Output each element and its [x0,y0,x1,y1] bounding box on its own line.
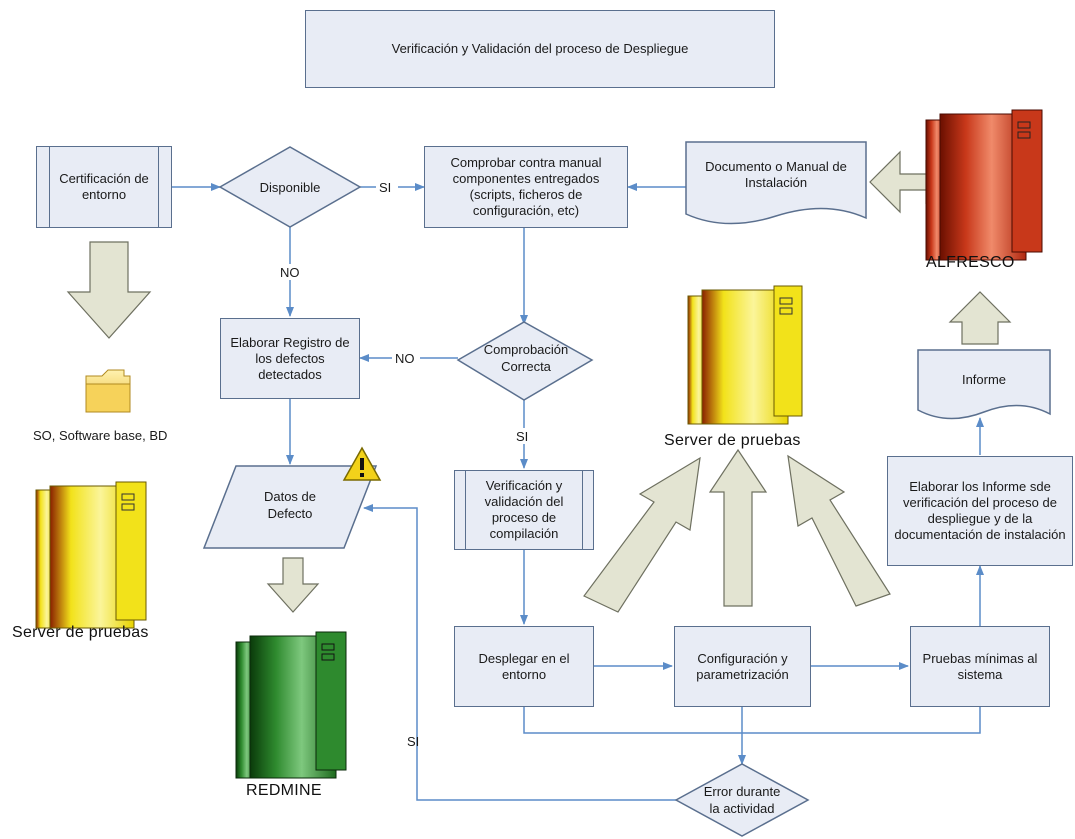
verificacion-compilacion-label: Verificación y validación del proceso de… [484,478,564,541]
big-arrow-up-alfresco [948,291,1012,345]
big-arrow-down-left [66,241,152,339]
informe-label: Informe [961,371,1007,387]
folder-icon [85,369,131,413]
datos-defecto-label-1: Datos de [264,489,316,504]
error-decision [674,763,810,837]
big-arrow-down-redmine [266,557,320,613]
documento-manual-label-wrap: Documento o Manual de Instalación [688,150,864,200]
comprobacion-label-1: Comprobación [484,342,569,357]
big-arrow-left-alfresco [869,150,927,214]
verificacion-compilacion-node: Verificación y validación del proceso de… [454,470,594,550]
certificacion-entorno-label: Certificación de entorno [59,171,149,202]
desplegar-node: Desplegar en el entorno [454,626,594,707]
elaborar-informes-label: Elaborar los Informe sde verificación de… [894,479,1066,542]
documento-manual-shape [685,141,867,225]
informe-label-wrap: Informe [918,364,1050,394]
big-arrow-up-center [708,448,768,607]
configuracion-node: Configuración y parametrización [674,626,811,707]
comprobar-manual-label: Comprobar contra manual componentes entr… [450,155,602,218]
datos-defecto-label-2: Defecto [268,506,313,521]
datos-defecto-node [202,465,378,549]
warning-icon [342,446,382,481]
pruebas-node: Pruebas mínimas al sistema [910,626,1050,707]
big-arrow-diag-left [583,456,701,613]
pruebas-label: Pruebas mínimas al sistema [922,650,1038,682]
comprobacion-decision [456,321,594,401]
comprobar-manual-node: Comprobar contra manual componentes entr… [424,146,628,228]
server-left-caption: Server de pruebas [12,624,149,641]
server-icon [235,631,347,779]
server-icon [925,109,1043,261]
informe-shape [917,349,1051,420]
so-software-caption: SO, Software base, BD [33,428,168,443]
configuracion-label: Configuración y parametrización [696,650,789,682]
comprobacion-label-2: Correcta [501,359,552,374]
error-label-2: la actividad [709,801,774,816]
server-icon [687,285,803,425]
connectors [172,183,984,801]
edge-label-si-error: SI [407,734,420,749]
alfresco-caption: ALFRESCO [926,254,1015,271]
error-label-1: Error durante [704,784,781,799]
certificacion-entorno-node: Certificación de entorno [36,146,172,228]
diagram-title-text: Verificación y Validación del proceso de… [391,41,689,56]
edge-label-si-comprobacion: SI [516,429,529,444]
big-arrow-diag-right [787,454,891,607]
documento-manual-label: Documento o Manual de Instalación [705,159,847,190]
desplegar-label: Desplegar en el entorno [478,650,570,682]
disponible-label: Disponible [260,180,321,195]
server-icon [35,481,147,629]
edge-label-no-comprobacion: NO [395,351,415,366]
edge-label-si-disponible: SI [379,180,392,195]
redmine-caption: REDMINE [246,782,322,799]
server-center-caption: Server de pruebas [664,432,801,449]
elaborar-informes-node: Elaborar los Informe sde verificación de… [887,456,1073,566]
elaborar-registro-node: Elaborar Registro de los defectos detect… [220,318,360,399]
big-arrows [66,150,1012,613]
disponible-decision [218,146,362,228]
diagram-title: Verificación y Validación del proceso de… [305,10,775,88]
elaborar-registro-label: Elaborar Registro de los defectos detect… [230,334,350,382]
edge-label-no-disponible: NO [280,265,300,280]
